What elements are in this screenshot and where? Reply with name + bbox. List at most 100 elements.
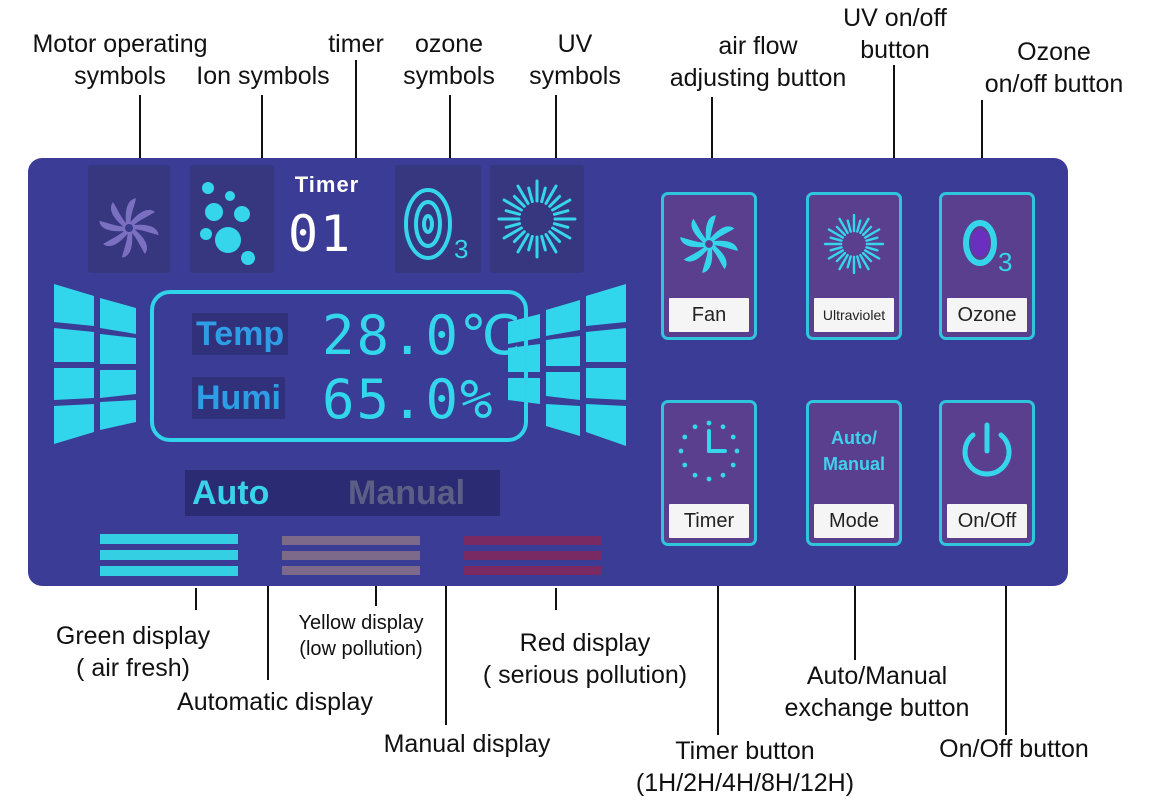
air-quality-bars bbox=[100, 534, 602, 576]
uv-ray bbox=[859, 253, 870, 271]
uv-ray bbox=[865, 246, 879, 252]
mode-indicator-bar bbox=[185, 470, 500, 516]
uv-ray bbox=[552, 222, 570, 229]
manual-indicator: Manual bbox=[348, 474, 466, 512]
uv-ray bbox=[551, 198, 572, 212]
uv-button-icon bbox=[823, 213, 885, 275]
clock-tick bbox=[692, 472, 698, 478]
fan-button[interactable]: Fan bbox=[661, 192, 757, 340]
temp-value: 28.0℃ bbox=[322, 304, 523, 367]
uv-ray bbox=[863, 249, 881, 260]
uv-ray bbox=[552, 209, 570, 216]
uv-ray bbox=[846, 219, 852, 233]
ultraviolet-button[interactable]: Ultraviolet bbox=[806, 192, 902, 340]
uv-ray bbox=[827, 228, 845, 239]
clock-tick bbox=[682, 462, 688, 468]
uv-ray bbox=[502, 226, 523, 240]
auto-indicator: Auto bbox=[192, 474, 270, 512]
uv-ray bbox=[548, 230, 562, 244]
uv-ray bbox=[527, 234, 534, 252]
uv-ray bbox=[835, 251, 847, 263]
timer-title: Timer bbox=[294, 172, 360, 197]
uv-ray bbox=[829, 246, 843, 252]
left-airflow-indicator bbox=[54, 284, 136, 444]
uv-ray bbox=[856, 255, 862, 269]
clock-tick bbox=[734, 448, 740, 454]
uv-ray bbox=[861, 251, 873, 263]
uv-ray bbox=[527, 186, 534, 204]
label-onoff-button: On/Off button bbox=[939, 735, 1089, 763]
clock-tick bbox=[706, 420, 712, 426]
timer-button[interactable]: Timer bbox=[661, 400, 757, 546]
ozone-button[interactable]: 3 Ozone bbox=[939, 192, 1035, 340]
ion-symbol-box bbox=[190, 165, 274, 273]
fan-button-label: Fan bbox=[669, 298, 749, 332]
uv-ray bbox=[829, 236, 843, 242]
uv-ray bbox=[544, 184, 558, 205]
clock-tick bbox=[720, 424, 726, 430]
clock-tick bbox=[692, 424, 698, 430]
clock-tick bbox=[706, 476, 712, 482]
uv-ray bbox=[551, 226, 572, 240]
svg-text:3: 3 bbox=[998, 247, 1012, 277]
motor-fan-icon bbox=[99, 198, 159, 258]
uv-ray bbox=[865, 236, 879, 242]
clock-tick bbox=[682, 434, 688, 440]
uv-ray bbox=[863, 228, 881, 239]
onoff-button-label: On/Off bbox=[947, 504, 1027, 538]
fan-icon bbox=[680, 215, 738, 273]
uv-ray bbox=[838, 253, 849, 271]
label-timer-button: Timer button(1H/2H/4H/8H/12H) bbox=[635, 737, 855, 797]
label-red-display: Red display( serious pollution) bbox=[482, 629, 688, 689]
label-yellow-display: Yellow display(low pollution) bbox=[298, 612, 424, 660]
label-green-display: Green display( air fresh) bbox=[55, 622, 211, 682]
uv-ray bbox=[827, 249, 845, 260]
yellow-display-bars bbox=[282, 536, 420, 575]
uv-ray bbox=[540, 186, 547, 204]
timer-button-label: Timer bbox=[669, 504, 749, 538]
svg-text:3: 3 bbox=[454, 234, 468, 264]
uv-ray bbox=[544, 233, 558, 254]
ultraviolet-button-label: Ultraviolet bbox=[814, 298, 894, 332]
timer-digits: 01 bbox=[288, 205, 353, 263]
ozone-button-label: Ozone bbox=[947, 298, 1027, 332]
uv-ray bbox=[835, 225, 847, 237]
power-icon bbox=[962, 422, 1012, 477]
humi-label: Humi bbox=[192, 377, 285, 419]
uv-ray bbox=[502, 198, 523, 212]
uv-ray bbox=[861, 225, 873, 237]
uv-ray bbox=[856, 219, 862, 233]
mode-button-label: Mode bbox=[814, 504, 894, 538]
auto-manual-text: Auto/Manual bbox=[822, 428, 885, 474]
label-ion-symbols: Ion symbols bbox=[196, 62, 330, 90]
humi-value: 65.0% bbox=[322, 368, 495, 431]
uv-ray bbox=[540, 234, 547, 252]
uv-ray bbox=[516, 184, 530, 205]
mode-button[interactable]: Auto/Manual Mode bbox=[806, 400, 902, 546]
temp-label: Temp bbox=[192, 313, 289, 355]
temp-humidity-screen bbox=[150, 290, 528, 442]
label-automatic-display: Automatic display bbox=[177, 688, 373, 716]
uv-ray bbox=[512, 230, 526, 244]
uv-ray bbox=[838, 217, 849, 235]
uv-ray bbox=[504, 209, 522, 216]
label-timer: timer bbox=[328, 30, 384, 58]
uv-ray bbox=[516, 233, 530, 254]
uv-ray bbox=[504, 222, 522, 229]
clock-tick bbox=[730, 434, 736, 440]
label-manual-display: Manual display bbox=[383, 730, 551, 758]
uv-ray bbox=[548, 194, 562, 208]
clock-tick bbox=[678, 448, 684, 454]
uv-ray bbox=[859, 217, 870, 235]
uv-ray bbox=[846, 255, 852, 269]
ion-dots-icon bbox=[200, 182, 255, 265]
ozone-o3-icon: 3 bbox=[963, 220, 1012, 277]
onoff-button[interactable]: On/Off bbox=[939, 400, 1035, 546]
clock-tick bbox=[720, 472, 726, 478]
